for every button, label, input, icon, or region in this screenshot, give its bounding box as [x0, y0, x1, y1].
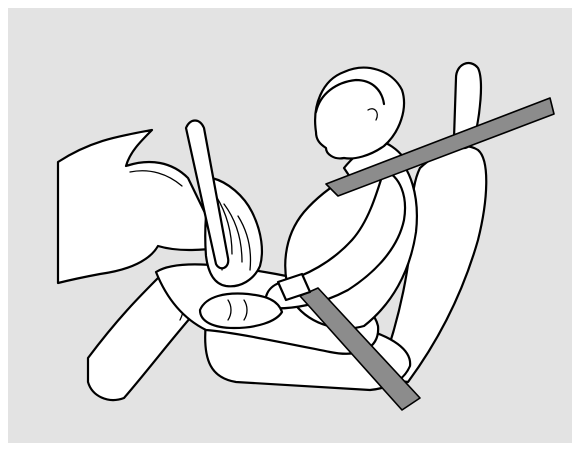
- illustration-canvas: [0, 0, 580, 451]
- seatbelt-airbag-illustration: [0, 0, 580, 451]
